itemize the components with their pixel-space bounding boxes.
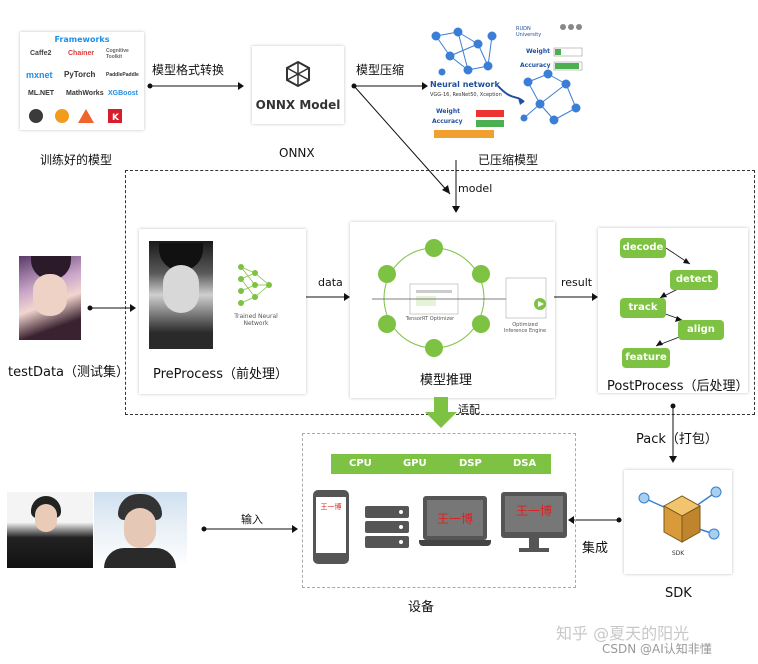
- input-arrow-label: 输入: [241, 513, 263, 526]
- rudn-logo: RUDN University: [516, 26, 542, 38]
- compressed-model-image: Neural network VGG-16, ResNet50, Xceptio…: [428, 22, 588, 140]
- preprocess-card: Trained Neural Network PreProcess（前处理）: [139, 229, 306, 394]
- integrate-label: 集成: [582, 541, 609, 556]
- trained-model-label: 训练好的模型: [40, 153, 113, 167]
- svg-text:K: K: [112, 113, 120, 123]
- hw-bar: CPU GPU DSP DSA: [331, 454, 551, 474]
- result-arrow: [554, 293, 598, 301]
- caffe2-logo: Caffe2: [30, 50, 52, 57]
- post-step-decode: decode: [620, 238, 666, 258]
- input-arrow: [201, 525, 298, 533]
- preprocess-label: PreProcess（前处理）: [153, 367, 288, 382]
- mlnet-logo: ML.NET: [28, 90, 55, 97]
- device-frame: CPU GPU DSP DSA 王一博 王一博 王一博: [302, 433, 576, 588]
- engine-label: Optimized Inference Engine: [503, 322, 547, 334]
- optimizer-label: TensorRT Optimizer: [405, 316, 455, 322]
- csdn-watermark: CSDN @AI认知非懂: [602, 642, 712, 656]
- mathworks-logo: MathWorks: [66, 90, 104, 97]
- nn-title: Neural network: [430, 80, 500, 89]
- sdk-label: SDK: [665, 586, 692, 601]
- laptop-screen-text: 王一博: [436, 512, 473, 526]
- compressed-model-label: 已压缩模型: [478, 153, 539, 167]
- mxnet-logo: mxnet: [26, 70, 53, 80]
- xgboost-logo: XGBoost: [108, 90, 138, 97]
- nn-weight-label: Weight: [436, 108, 460, 115]
- model-arrow-label: model: [458, 182, 493, 195]
- pack-arrow: [669, 403, 677, 463]
- frameworks-card: Frameworks Caffe2 Chainer Cognitive Tool…: [20, 32, 144, 130]
- compress-arrow-label: 模型压缩: [356, 63, 405, 77]
- desktop-device: 王一博: [501, 492, 567, 558]
- convert-arrow-label: 模型格式转换: [152, 63, 225, 77]
- onnx-card: ONNX Model: [252, 46, 344, 124]
- onnx-model-text: ONNX Model: [255, 98, 341, 112]
- phone-screen-text: 王一博: [320, 503, 342, 511]
- desktop-screen-text: 王一博: [515, 504, 552, 518]
- integrate-arrow: [568, 516, 622, 524]
- phone-device: 王一博: [313, 490, 349, 564]
- onnx-logo-icon: [286, 60, 310, 88]
- neural-network-graph-icon: [431, 24, 583, 138]
- adapt-label: 适配: [458, 403, 480, 416]
- zhihu-watermark: 知乎 @夏天的阳光: [556, 624, 690, 643]
- adapt-arrow-icon: [425, 397, 457, 428]
- hw-cpu: CPU: [349, 458, 372, 469]
- post-step-align: align: [678, 320, 724, 340]
- post-step-track: track: [620, 298, 666, 318]
- laptop-device: 王一博: [419, 496, 491, 550]
- trained-network-label: Trained Neural Network: [234, 313, 278, 327]
- onnx-label: ONNX: [279, 146, 315, 160]
- compressed-weight-label: Weight: [526, 48, 550, 55]
- model-arrow: [452, 160, 460, 213]
- compressed-accuracy-label: Accuracy: [520, 62, 551, 69]
- framework-icons-row: K: [29, 109, 122, 123]
- input-photo-right: [94, 492, 187, 568]
- hw-dsp: DSP: [459, 458, 482, 469]
- diagonal-arrow: [353, 85, 451, 195]
- hw-gpu: GPU: [403, 458, 427, 469]
- input-photo-left: [7, 492, 93, 568]
- device-label: 设备: [408, 600, 435, 615]
- data-arrow: [306, 293, 350, 301]
- inference-card: TensorRT Optimizer Optimized Inference E…: [350, 222, 555, 398]
- chainer-logo: Chainer: [68, 50, 95, 57]
- inference-label: 模型推理: [420, 373, 473, 388]
- post-step-detect: detect: [670, 270, 718, 290]
- pytorch-logo: PyTorch: [64, 70, 96, 79]
- tensorrt-diagram-icon: [372, 239, 547, 357]
- nn-accuracy-label: Accuracy: [432, 118, 463, 125]
- test-data-label: testData（测试集）: [8, 365, 130, 380]
- convert-arrow: [147, 82, 244, 90]
- server-device: [365, 506, 409, 548]
- hw-dsa: DSA: [513, 458, 537, 469]
- trained-network-icon: [238, 264, 272, 306]
- pack-label: Pack（打包）: [636, 432, 718, 447]
- postprocess-card: decode detect track align feature: [598, 228, 748, 393]
- data-arrow-label: data: [318, 276, 343, 289]
- sdk-card: SDK: [624, 470, 732, 574]
- result-arrow-label: result: [561, 276, 593, 289]
- post-step-feature: feature: [622, 348, 670, 368]
- frameworks-title: Frameworks: [54, 35, 110, 44]
- sdk-box-icon: [638, 486, 722, 543]
- test-data-photo: [19, 256, 81, 340]
- postprocess-label: PostProcess（后处理）: [607, 379, 749, 394]
- nn-subtitle: VGG-16, ResNet50, Xception: [430, 92, 502, 98]
- preprocess-photo: [149, 241, 213, 349]
- cntk-logo: Cognitive Toolkit: [106, 48, 129, 60]
- testdata-to-preprocess-arrow: [87, 304, 136, 312]
- paddle-logo: PaddlePaddle: [106, 72, 139, 78]
- sdk-small-label: SDK: [671, 550, 685, 557]
